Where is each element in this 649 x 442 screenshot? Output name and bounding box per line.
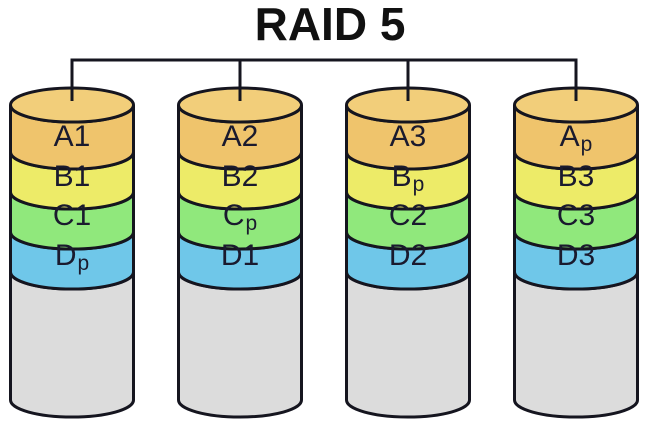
block-label-B3: B3 [558, 160, 595, 193]
block-label-A3: A3 [390, 120, 427, 153]
disk-3-body [345, 271, 471, 419]
block-label-D2: D2 [389, 239, 427, 272]
disk-2-body [177, 271, 303, 419]
block-label-Ap: Ap [560, 120, 593, 156]
block-label-C3: C3 [557, 199, 595, 232]
block-label-Dp: Dp [55, 239, 89, 275]
block-label-A1: A1 [54, 120, 91, 153]
block-label-B2: B2 [222, 160, 259, 193]
block-label-Bp: Bp [392, 160, 425, 196]
block-label-B1: B1 [54, 160, 91, 193]
block-label-D1: D1 [221, 239, 259, 272]
block-label-D3: D3 [557, 239, 595, 272]
disk-1-body [9, 271, 135, 419]
block-label-A2: A2 [222, 120, 259, 153]
block-label-Cp: Cp [223, 199, 257, 235]
bus-connector-line [70, 58, 578, 101]
block-label-C1: C1 [53, 199, 91, 232]
block-label-C2: C2 [389, 199, 427, 232]
diagram-title: RAID 5 [255, 0, 406, 50]
disk-4-body [513, 271, 639, 419]
